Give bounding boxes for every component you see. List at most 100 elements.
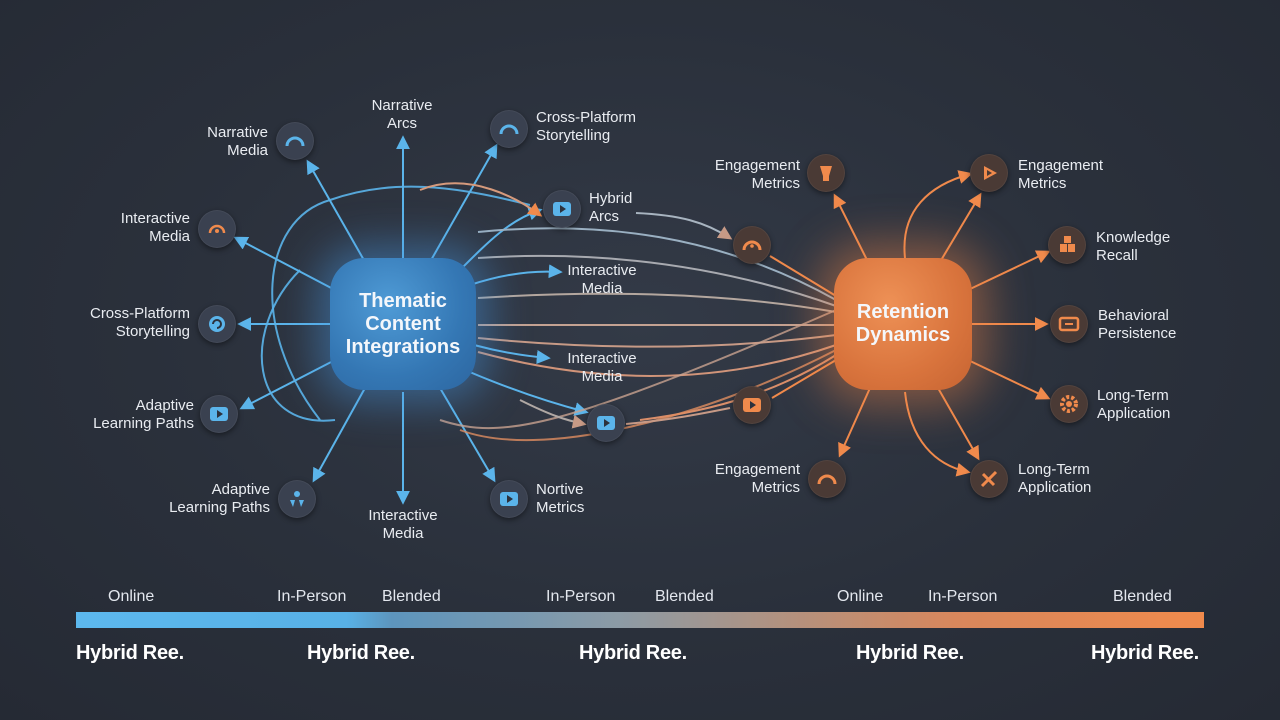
play-icon	[500, 492, 518, 506]
arrow-to-engagement-top-right-b	[939, 192, 982, 263]
card-icon	[1058, 316, 1080, 332]
tools-icon	[980, 470, 998, 488]
cup-icon	[820, 166, 832, 181]
hub-right-line-2: Dynamics	[855, 324, 951, 346]
arrow-to-adaptive-left	[239, 359, 336, 410]
timeline-label-3: Blended	[382, 588, 441, 605]
node-nortive-metrics[interactable]	[490, 480, 528, 518]
node-arc-orange[interactable]	[733, 226, 771, 264]
timeline-label-5: Blended	[655, 588, 714, 605]
arrow-to-long-term-bottom-a	[937, 387, 980, 461]
hub-left-line-3: Integrations	[345, 335, 461, 358]
timeline-bottom-label-2: Hybrid Ree.	[307, 642, 415, 664]
node-cross-platform-top[interactable]	[490, 110, 528, 148]
arc-dot-icon	[208, 224, 226, 234]
timeline-label-6: Online	[837, 588, 884, 605]
node-long-term-bottom[interactable]	[970, 460, 1008, 498]
gear-icon	[1060, 395, 1078, 413]
node-play-orange[interactable]	[733, 386, 771, 424]
node-cross-platform-left[interactable]	[198, 305, 236, 343]
arrow-to-hybrid-arcs	[459, 206, 543, 271]
node-engagement-bottom[interactable]	[808, 460, 846, 498]
timeline-bottom-label-5: Hybrid Ree.	[1091, 642, 1199, 664]
play-icon	[210, 407, 228, 421]
timeline-label-2: In-Person	[277, 588, 347, 605]
node-interactive-media-left[interactable]	[198, 210, 236, 248]
arrow-to-long-term-right	[967, 359, 1051, 400]
arrow-from-arc-node	[769, 255, 837, 297]
node-behavioral-persistence[interactable]	[1050, 305, 1088, 343]
timeline-label-1: Online	[108, 588, 155, 605]
arc-icon	[285, 136, 305, 147]
retention-dynamics-hub[interactable]: Retention Dynamics	[834, 258, 972, 390]
arrow-to-interactive-media-mid2	[473, 344, 551, 365]
node-long-term-right[interactable]	[1050, 385, 1088, 423]
hub-left-line-2: Content	[365, 312, 441, 335]
arrow-hybrid-to-orange	[635, 212, 733, 240]
arrow-to-engagement-bottom	[838, 387, 871, 458]
bundle-curve-6	[477, 344, 837, 377]
arrow-from-play-node	[771, 359, 837, 399]
arc-icon	[817, 474, 837, 485]
timeline-bottom-label-1: Hybrid Ree.	[76, 642, 184, 664]
node-adaptive-left[interactable]	[200, 395, 238, 433]
arrow-to-narrative-media	[306, 159, 366, 263]
arrow-to-lower-play	[464, 369, 589, 416]
timeline-bottom-label-3: Hybrid Ree.	[579, 642, 687, 664]
node-engagement-top-right[interactable]	[970, 154, 1008, 192]
arrow-to-cross-platform-top	[429, 143, 498, 263]
arrow-to-nortive-metrics	[439, 387, 496, 483]
node-knowledge-recall[interactable]	[1048, 226, 1086, 264]
bundle-curve-1	[477, 227, 837, 301]
timeline-gradient-bar	[76, 612, 1204, 628]
arrow-to-interactive-media-mid1	[469, 264, 563, 286]
people-icon	[290, 491, 304, 507]
play-icon	[743, 398, 761, 412]
node-adaptive-bottom[interactable]	[278, 480, 316, 518]
bundle-curve-8	[419, 182, 543, 217]
timeline-bottom-label-4: Hybrid Ree.	[856, 642, 964, 664]
node-hybrid-arcs[interactable]	[543, 190, 581, 228]
node-lower-play[interactable]	[587, 404, 625, 442]
arrow-to-adaptive-bottom	[312, 387, 366, 483]
arrow-pre-play	[519, 399, 587, 429]
arrow-to-engagement-top-left	[833, 193, 869, 263]
hub-left-line-1: Thematic	[359, 289, 447, 312]
thematic-content-hub[interactable]: Thematic Content Integrations	[330, 258, 476, 390]
left-hub-orbit-upper	[271, 185, 531, 421]
arrow-to-long-term-bottom-b	[904, 391, 971, 477]
timeline-label-4: In-Person	[546, 588, 616, 605]
timeline-label-7: In-Person	[928, 588, 998, 605]
play-icon	[553, 202, 571, 216]
bundle-curve-2	[477, 254, 837, 307]
refresh-icon	[209, 316, 225, 332]
bundle-curve-3	[477, 292, 837, 313]
arrow-to-knowledge-recall	[967, 250, 1051, 291]
timeline-label-8: Blended	[1113, 588, 1172, 605]
play-icon	[984, 166, 997, 180]
arc-icon	[499, 124, 519, 135]
node-engagement-top-left[interactable]	[807, 154, 845, 192]
left-hub-orbit-lower	[260, 269, 336, 422]
node-narrative-media[interactable]	[276, 122, 314, 160]
play-icon	[597, 416, 615, 430]
